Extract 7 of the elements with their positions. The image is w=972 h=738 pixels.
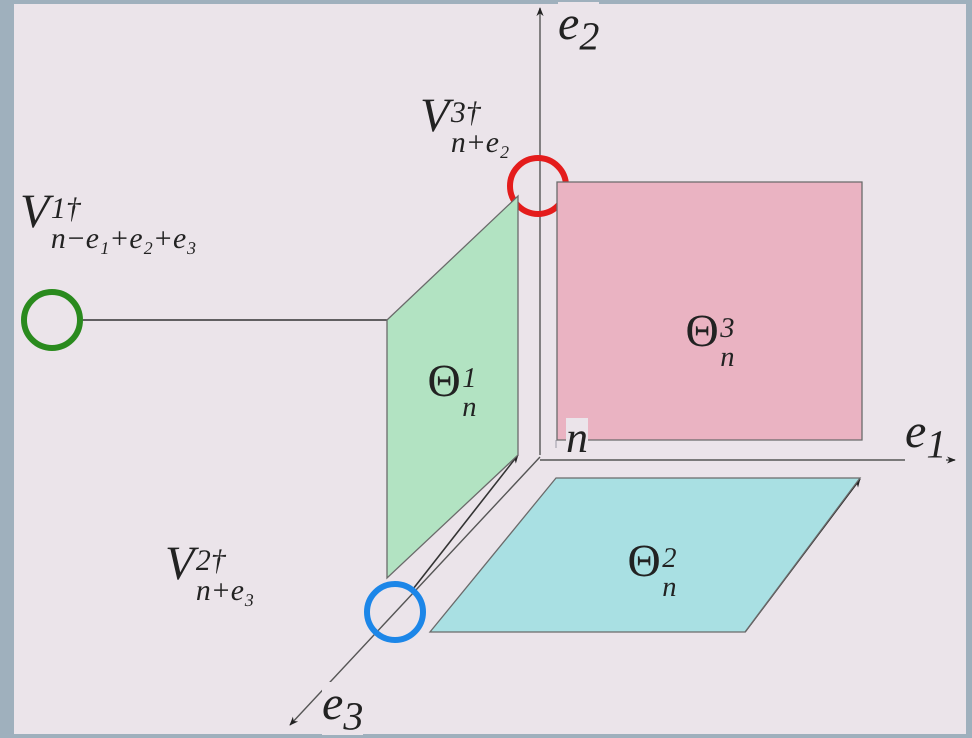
- axis-label: e$_{3}$: [322, 682, 364, 735]
- connector-line: [413, 454, 519, 588]
- vertex-marker: [20, 288, 84, 352]
- face-region: [387, 196, 518, 578]
- vertex-marker: [363, 580, 427, 644]
- face-region: [430, 478, 860, 632]
- connector-line: [83, 319, 387, 321]
